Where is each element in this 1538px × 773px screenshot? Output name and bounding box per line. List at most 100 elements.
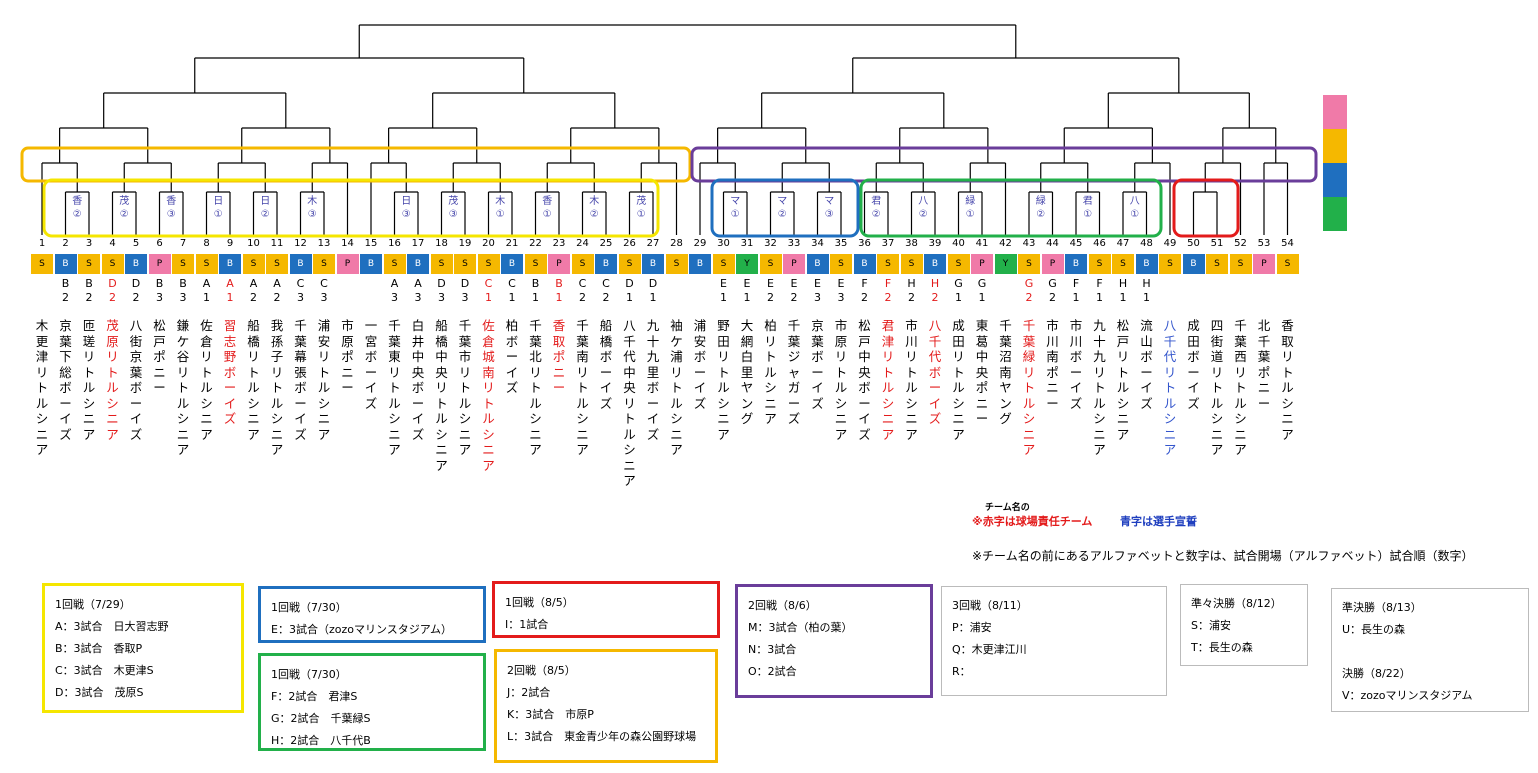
league-badge: P (783, 254, 805, 274)
team-name: 千葉緑リトルシニア (1022, 318, 1036, 457)
league-badge: S (266, 254, 288, 274)
team-name: 鎌ケ谷リトルシニア (176, 318, 190, 457)
round2-yellow-box (20, 146, 692, 183)
legend-line: R： (952, 665, 971, 678)
match-code (1159, 277, 1181, 291)
league-badge: S (31, 254, 53, 274)
team-number: 26 (623, 238, 636, 249)
legend-line: S：浦安 (1191, 619, 1231, 632)
team-name: 柏リトルシニア (764, 318, 777, 426)
league-badge: S (1276, 254, 1299, 274)
team-name: 千葉西リトルシニア (1234, 318, 1247, 457)
league-badge: S (313, 254, 335, 274)
team-number: 17 (411, 238, 425, 249)
league-badge: B (924, 254, 946, 274)
legend-line: U：長生の森 (1342, 623, 1406, 636)
legend-line: G：2試合 千葉緑S (271, 712, 371, 725)
team-name: 千葉ジャガーズ (787, 318, 801, 426)
league-badge: B (407, 254, 429, 274)
league-badge: B (1135, 254, 1158, 274)
league-badge: Y (994, 254, 1017, 274)
league-badge: S (1229, 254, 1252, 274)
league-badge: S (524, 254, 547, 274)
league-badge: S (1159, 254, 1181, 274)
league-badge: S (101, 254, 124, 274)
legend-line: L：3試合 東金青少年の森公園野球場 (507, 730, 697, 743)
league-badge: S (712, 254, 735, 274)
league-badge: B (853, 254, 876, 274)
legend-line (1342, 641, 1518, 663)
team-name: 八千代リトルシニア (1163, 318, 1177, 457)
legend-line: P：浦安 (952, 621, 992, 634)
league-badge: B (54, 254, 77, 274)
league-badge: S (947, 254, 970, 274)
team-number: 5 (132, 238, 140, 249)
team-number: 51 (1210, 238, 1224, 249)
team-name: 八千代中央リトルシニア (623, 318, 636, 488)
league-badge: S (1018, 254, 1040, 274)
team-name: 松戸中央ボーイズ (858, 318, 871, 442)
team-name: 匝瑳リトルシニア (82, 318, 96, 442)
team-number: 15 (364, 238, 378, 249)
league-badge: B (806, 254, 829, 274)
league-badge: B (1182, 254, 1205, 274)
team-number: 6 (156, 238, 163, 249)
team-name: 八街京葉ボーイズ (129, 318, 143, 442)
color-strip-swatch (1323, 95, 1347, 129)
team-name: 浦安ボーイズ (693, 318, 707, 411)
team-number: 42 (999, 238, 1012, 249)
league-badge: Y (736, 254, 758, 274)
team-name: 成田リトルシニア (952, 318, 965, 442)
legend-line: K：3試合 市原P (507, 708, 594, 721)
team-name: 市川南ポニー (1046, 318, 1059, 411)
legend-line: 1回戦（8/5） (505, 596, 574, 609)
team-name: 千葉南リトルシニア (576, 318, 589, 457)
league-badge: S (78, 254, 100, 274)
league-badge: S (383, 254, 406, 274)
team-number: 9 (226, 238, 234, 249)
team-name: 京葉下総ボーイズ (59, 318, 72, 442)
note-red: ※赤字は球場責任チーム (972, 515, 1093, 528)
team-number: 20 (482, 238, 495, 249)
legend-line: C：3試合 木更津S (55, 664, 154, 677)
legend-r1-0730-e: 1回戦（7/30）E：3試合（zozoマリンスタジアム） (258, 586, 486, 643)
team-name: 船橋ボーイズ (599, 318, 613, 411)
team-number: 48 (1140, 238, 1153, 249)
team-name: 八千代ボーイズ (928, 318, 942, 426)
match-code (1206, 277, 1228, 291)
team-name: 船橋中央リトルシニア (435, 318, 448, 473)
team-name: 佐倉リトルシニア (200, 318, 213, 442)
league-badge: P (1253, 254, 1275, 274)
team-number: 33 (787, 238, 801, 249)
league-badge: S (759, 254, 782, 274)
